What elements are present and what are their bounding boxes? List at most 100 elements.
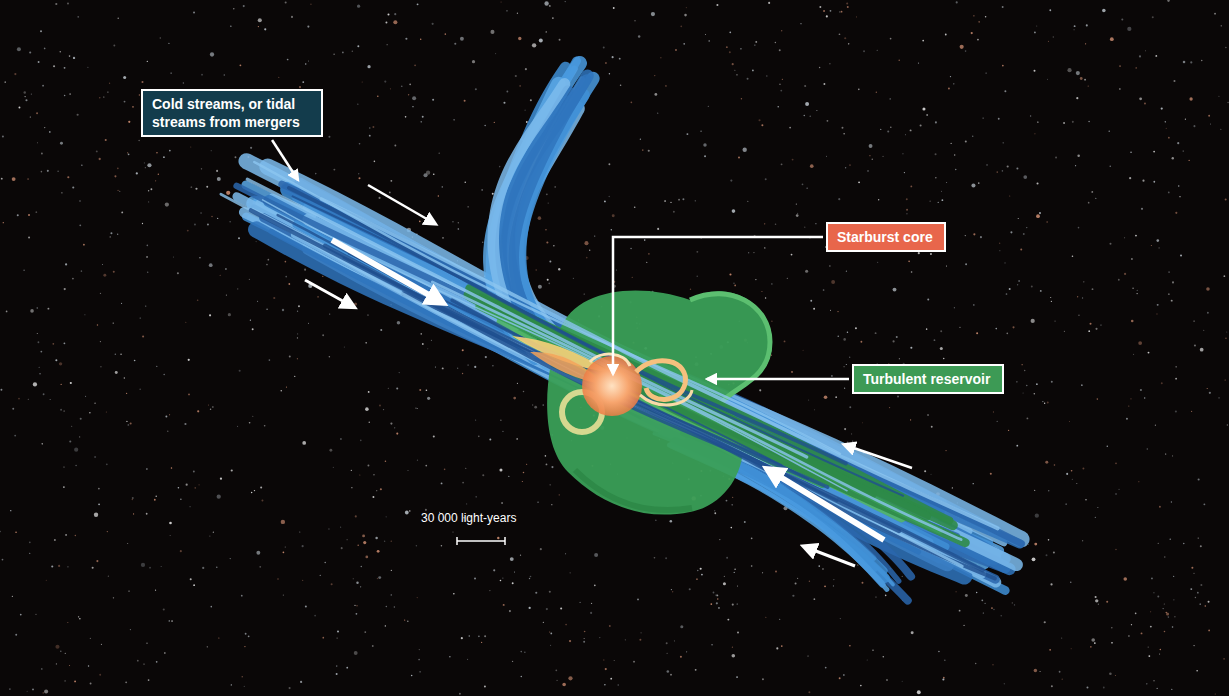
- star: [46, 580, 47, 581]
- star: [990, 473, 992, 475]
- star: [113, 597, 114, 598]
- star: [180, 499, 181, 500]
- star: [805, 102, 809, 106]
- star: [1164, 603, 1165, 604]
- star: [1173, 599, 1174, 600]
- star: [529, 607, 531, 609]
- star: [1036, 214, 1040, 218]
- star: [973, 304, 975, 306]
- star: [1157, 688, 1158, 689]
- star: [54, 539, 56, 541]
- star: [934, 339, 936, 341]
- star: [462, 482, 464, 484]
- star: [189, 506, 190, 507]
- star: [416, 545, 418, 547]
- star: [320, 575, 321, 576]
- star: [294, 376, 295, 377]
- star: [546, 31, 547, 32]
- star: [1127, 27, 1131, 31]
- star: [385, 460, 387, 462]
- star: [458, 222, 459, 223]
- star: [573, 278, 574, 279]
- star: [1021, 364, 1022, 365]
- flow-arrow: [808, 548, 855, 566]
- star: [438, 195, 439, 196]
- star: [1189, 160, 1190, 161]
- star: [209, 263, 213, 267]
- star: [126, 393, 127, 394]
- star: [1074, 25, 1076, 27]
- star: [494, 122, 495, 123]
- star: [208, 404, 209, 405]
- star: [614, 660, 615, 661]
- star: [394, 13, 396, 15]
- star: [394, 427, 395, 428]
- star: [250, 320, 251, 321]
- star: [356, 605, 357, 606]
- star: [545, 229, 547, 231]
- star: [24, 96, 25, 97]
- star: [810, 300, 812, 302]
- star: [1179, 196, 1180, 197]
- star: [288, 283, 290, 285]
- star: [1136, 293, 1137, 294]
- star: [1036, 383, 1038, 385]
- star: [1065, 503, 1067, 505]
- star: [1139, 97, 1142, 100]
- star: [285, 546, 286, 547]
- star: [336, 673, 338, 675]
- star: [482, 474, 484, 476]
- star: [779, 83, 781, 85]
- star: [143, 663, 144, 664]
- star: [407, 621, 408, 622]
- star: [418, 659, 420, 661]
- star: [69, 93, 71, 95]
- star: [612, 56, 614, 58]
- star: [297, 311, 298, 312]
- star: [736, 74, 737, 75]
- star: [1193, 320, 1195, 322]
- star: [18, 106, 20, 108]
- flow-arrow: [368, 185, 432, 222]
- star: [944, 660, 945, 661]
- star: [938, 202, 939, 203]
- star: [941, 191, 942, 192]
- core-swirl: [640, 390, 692, 405]
- star: [1226, 331, 1227, 332]
- star: [733, 282, 735, 284]
- star: [965, 263, 967, 265]
- star: [514, 572, 515, 573]
- star: [556, 680, 557, 681]
- star: [44, 48, 46, 50]
- blue-strand: [246, 217, 1005, 591]
- star: [1209, 392, 1211, 394]
- star: [28, 399, 29, 400]
- star: [61, 192, 63, 194]
- star: [1045, 461, 1048, 464]
- star: [333, 467, 334, 468]
- star: [862, 582, 864, 584]
- star: [883, 656, 885, 658]
- star: [358, 177, 360, 179]
- star: [804, 85, 806, 87]
- star: [1182, 150, 1184, 152]
- star: [141, 81, 143, 83]
- star: [202, 567, 204, 569]
- star: [1197, 592, 1199, 594]
- star: [1046, 554, 1048, 556]
- star: [226, 191, 230, 195]
- star: [391, 570, 392, 571]
- star: [857, 564, 858, 565]
- star: [910, 185, 912, 187]
- star: [1037, 183, 1039, 185]
- star: [654, 75, 655, 76]
- star: [1168, 293, 1170, 295]
- star: [956, 1, 958, 3]
- star: [922, 40, 924, 42]
- star: [849, 164, 851, 166]
- star: [1215, 693, 1216, 694]
- star: [885, 595, 887, 597]
- star: [747, 78, 749, 80]
- star: [1092, 288, 1094, 290]
- star: [492, 365, 493, 366]
